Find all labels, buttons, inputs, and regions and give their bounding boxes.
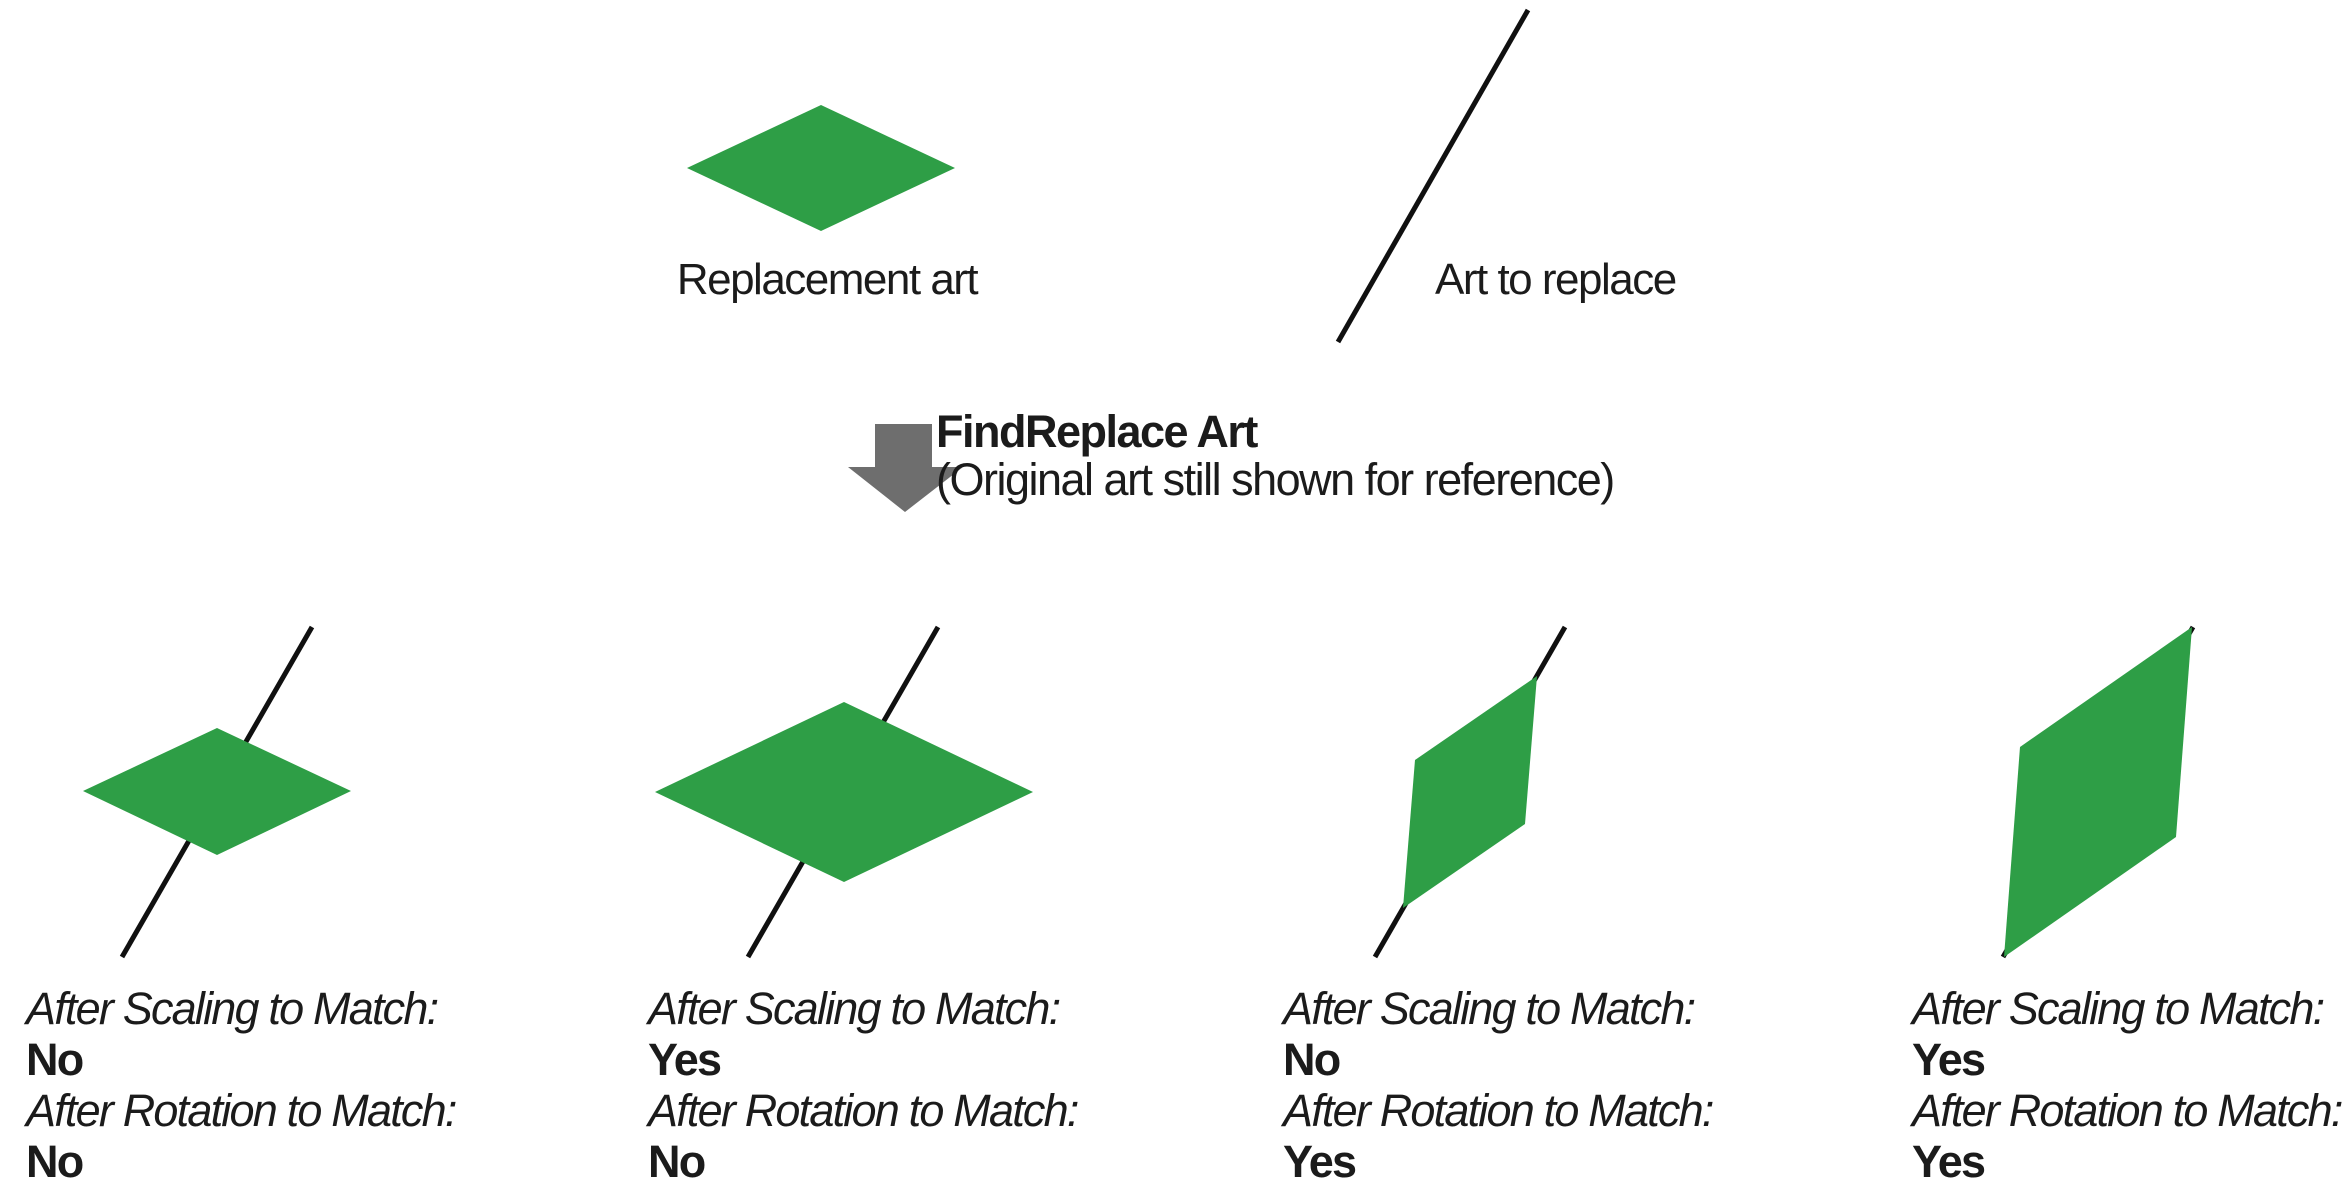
result-2-caption: After Scaling to Match: Yes After Rotati… [648,983,1079,1187]
replacement-art-label: Replacement art [676,255,979,304]
result-4-rotation-label: After Rotation to Match: [1912,1085,2343,1136]
operation-block: FindReplace Art (Original art still show… [936,406,1615,505]
operation-note: (Original art still shown for reference) [936,454,1615,505]
result-3-rotation-label: After Rotation to Match: [1283,1085,1714,1136]
result-1-scaling-value: No [26,1034,84,1085]
operation-name: FindReplace Art [936,406,1258,457]
result-3-rotation-value: Yes [1283,1136,1357,1187]
result-4-diamond [2004,627,2192,957]
result-4-rotation-value: Yes [1912,1136,1986,1187]
replacement-art-diamond [687,105,955,231]
result-3-scaling-label: After Scaling to Match: [1283,983,1696,1034]
result-3-caption: After Scaling to Match: No After Rotatio… [1283,983,1714,1187]
down-arrow-icon [848,424,963,512]
result-2-scaling-value: Yes [648,1034,722,1085]
result-1-scaling-label: After Scaling to Match: [26,983,439,1034]
result-2-scaling-label: After Scaling to Match: [648,983,1061,1034]
result-3-scaling-value: No [1283,1034,1341,1085]
art-to-replace-line [1335,8,1531,344]
result-3-diamond [1403,676,1537,908]
result-2-rotation-label: After Rotation to Match: [648,1085,1079,1136]
result-2-diamond [655,702,1033,882]
result-1-caption: After Scaling to Match: No After Rotatio… [26,983,457,1187]
result-1-rotation-value: No [26,1136,84,1187]
result-4-scaling-label: After Scaling to Match: [1912,983,2325,1034]
result-1-diamond [83,728,351,855]
result-2-rotation-value: No [648,1136,706,1187]
art-to-replace-label: Art to replace [1435,255,1677,304]
result-4-scaling-value: Yes [1912,1034,1986,1085]
result-1-rotation-label: After Rotation to Match: [26,1085,457,1136]
result-4-caption: After Scaling to Match: Yes After Rotati… [1912,983,2343,1187]
